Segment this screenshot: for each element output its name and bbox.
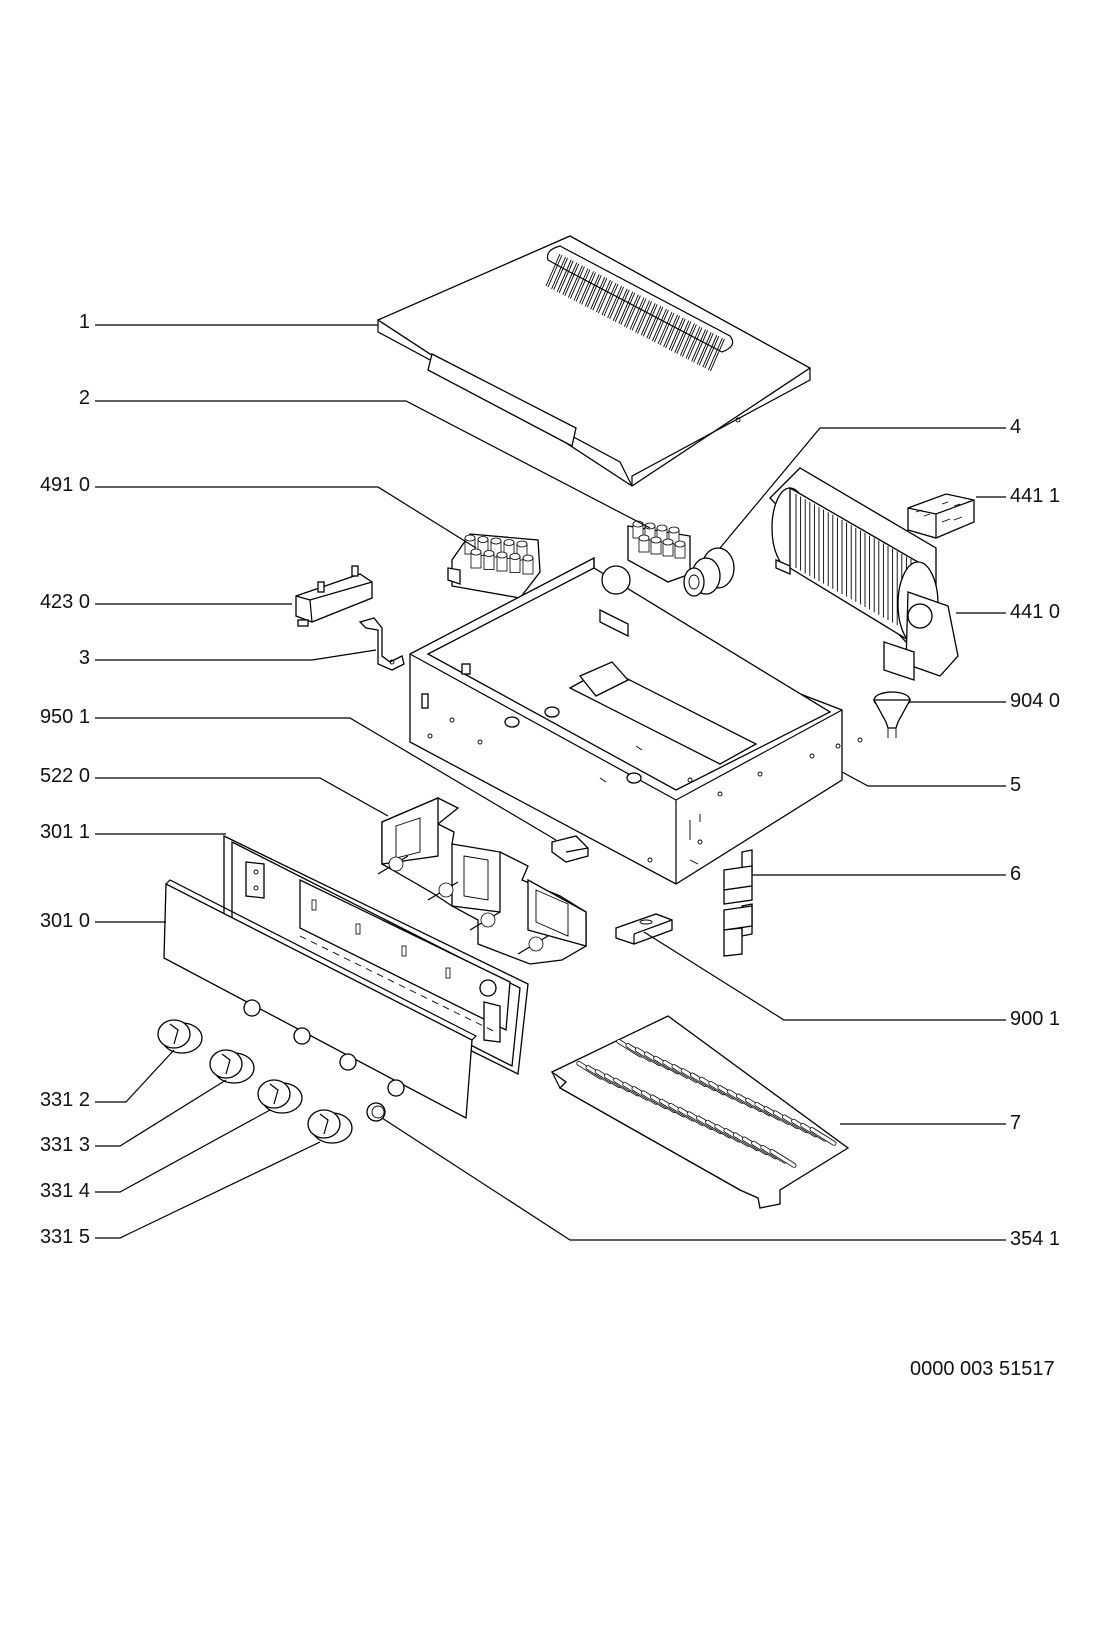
label-6: 6 xyxy=(1010,863,1022,885)
label-4411: 441 1 xyxy=(1010,485,1061,507)
label-3011: 301 1 xyxy=(39,821,90,843)
knob-3314 xyxy=(257,1079,303,1114)
knob-3315 xyxy=(307,1109,353,1144)
label-4410: 441 0 xyxy=(1010,601,1061,623)
part-2-terminal-block xyxy=(627,520,691,583)
knob-3312 xyxy=(157,1019,203,1054)
part-4910-terminal-block xyxy=(447,533,541,599)
part-5220-switch-assembly xyxy=(377,797,587,965)
part-1-top-cover xyxy=(376,235,812,487)
part-6-hinges xyxy=(723,849,753,957)
part-5-base-box xyxy=(409,556,863,885)
part-4411-spacer-block xyxy=(907,493,975,539)
part-7-vent-grille xyxy=(550,1015,850,1209)
label-3312: 331 2 xyxy=(39,1089,90,1111)
label-3313: 331 3 xyxy=(39,1134,90,1156)
label-2: 2 xyxy=(78,387,90,409)
part-4-cable-gland xyxy=(683,547,735,597)
label-7: 7 xyxy=(1010,1112,1022,1134)
part-3541-lens xyxy=(366,1102,386,1122)
part-4410-tangential-fan xyxy=(769,467,959,681)
label-9040: 904 0 xyxy=(1010,690,1061,712)
part-3011-inner-panel xyxy=(223,834,529,1075)
label-3315: 331 5 xyxy=(39,1226,90,1248)
part-9501-pad xyxy=(551,835,589,863)
label-4: 4 xyxy=(1010,416,1022,438)
label-1: 1 xyxy=(78,311,90,333)
label-4910: 491 0 xyxy=(39,474,90,496)
label-9001: 900 1 xyxy=(1010,1008,1061,1030)
part-4230-suppressor xyxy=(295,565,373,627)
leader-lines xyxy=(95,324,1006,1241)
label-4230: 423 0 xyxy=(39,591,90,613)
part-3010-front-panel xyxy=(163,879,478,1120)
label-5: 5 xyxy=(1010,774,1022,796)
label-3: 3 xyxy=(78,647,90,669)
label-3541: 354 1 xyxy=(1010,1228,1061,1250)
document-number: 0000 003 51517 xyxy=(910,1358,1055,1380)
label-9501: 950 1 xyxy=(39,706,90,728)
label-3010: 301 0 xyxy=(39,910,90,932)
knob-3313 xyxy=(209,1049,255,1084)
part-9040-foot xyxy=(872,691,912,738)
part-3-bracket xyxy=(358,617,405,671)
label-3314: 331 4 xyxy=(39,1180,90,1202)
part-9001-block xyxy=(615,913,673,945)
label-5220: 522 0 xyxy=(39,765,90,787)
